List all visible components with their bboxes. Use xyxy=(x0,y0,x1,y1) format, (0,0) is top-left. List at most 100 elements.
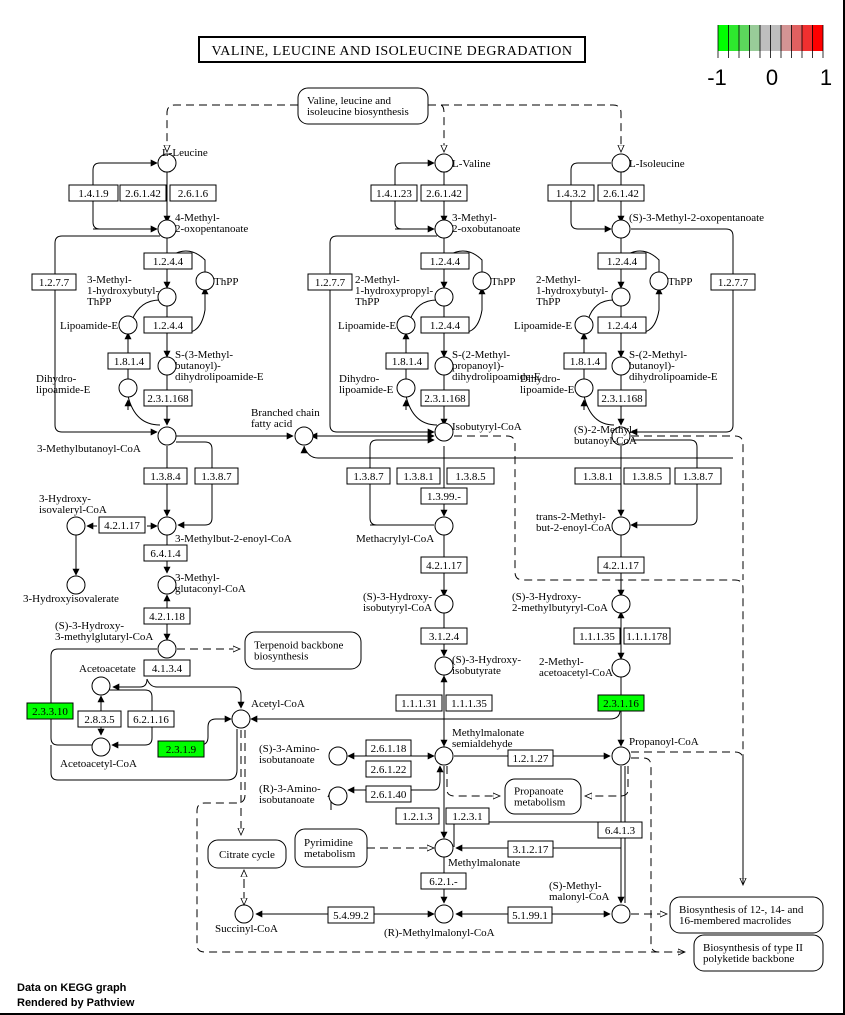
enzyme-box-1-1-1-31[interactable]: 1.1.1.31 xyxy=(395,694,443,712)
enzyme-box-1-2-3-1[interactable]: 1.2.3.1 xyxy=(445,807,490,825)
enzyme-box-1-4-1-23[interactable]: 1.4.1.23 xyxy=(370,184,418,202)
compound-node-r3aib[interactable] xyxy=(328,786,348,806)
enzyme-box-2-6-1-6[interactable]: 2.6.1.6 xyxy=(169,184,217,202)
compound-node-3mbcoa[interactable] xyxy=(157,426,177,446)
enzyme-box-3-1-2-4[interactable]: 3.1.2.4 xyxy=(420,627,468,645)
compound-node-lip3[interactable] xyxy=(574,315,594,335)
compound-node-ile[interactable] xyxy=(611,153,631,173)
compound-node-lip1[interactable] xyxy=(118,315,138,335)
compound-node-dhl1[interactable] xyxy=(118,378,138,398)
enzyme-box-2-3-1-9[interactable]: 2.3.1.9 xyxy=(157,740,205,758)
compound-node-acaccoa[interactable] xyxy=(91,737,111,757)
enzyme-box-1-8-1-4[interactable]: 1.8.1.4 xyxy=(107,352,151,370)
enzyme-box-1-1-1-35[interactable]: 1.1.1.35 xyxy=(573,627,621,645)
enzyme-box-1-1-1-178[interactable]: 1.1.1.178 xyxy=(623,627,671,645)
enzyme-box-2-6-1-22[interactable]: 2.6.1.22 xyxy=(365,760,412,778)
compound-node-mma[interactable] xyxy=(434,838,454,858)
compound-node-s3aib[interactable] xyxy=(328,746,348,766)
enzyme-box-3-1-2-17[interactable]: 3.1.2.17 xyxy=(507,840,554,858)
enzyme-box-1-3-8-7[interactable]: 1.3.8.7 xyxy=(346,467,391,485)
compound-node-macoa[interactable] xyxy=(434,516,454,536)
compound-node-smmcoa[interactable] xyxy=(611,904,631,924)
enzyme-box-1-2-4-4[interactable]: 1.2.4.4 xyxy=(420,252,470,270)
compound-node-2m1hb[interactable] xyxy=(611,287,631,307)
enzyme-box-2-3-1-16[interactable]: 2.3.1.16 xyxy=(597,694,645,712)
enzyme-box-2-6-1-42[interactable]: 2.6.1.42 xyxy=(420,184,468,202)
enzyme-box-1-8-1-4[interactable]: 1.8.1.4 xyxy=(385,352,429,370)
compound-node-2m1hp[interactable] xyxy=(434,287,454,307)
compound-node-acac[interactable] xyxy=(91,676,111,696)
enzyme-box-4-2-1-17[interactable]: 4.2.1.17 xyxy=(597,556,645,574)
compound-node-3hivcoa[interactable] xyxy=(66,516,86,536)
enzyme-box-1-3-8-1[interactable]: 1.3.8.1 xyxy=(396,467,441,485)
compound-node-3mb2ecoa[interactable] xyxy=(157,516,177,536)
enzyme-box-1-3-8-5[interactable]: 1.3.8.5 xyxy=(446,467,495,485)
enzyme-box-2-3-1-168[interactable]: 2.3.1.168 xyxy=(143,389,193,407)
enzyme-box-4-1-3-4[interactable]: 4.1.3.4 xyxy=(143,659,191,677)
compound-node-3mgcoa[interactable] xyxy=(157,575,177,595)
enzyme-box-1-1-1-35[interactable]: 1.1.1.35 xyxy=(445,694,493,712)
enzyme-box-2-6-1-18[interactable]: 2.6.1.18 xyxy=(365,739,412,757)
enzyme-box-1-2-7-7[interactable]: 1.2.7.7 xyxy=(31,273,77,291)
compound-node-ibcoa[interactable] xyxy=(434,422,454,442)
compound-node-s3hibcoa[interactable] xyxy=(434,594,454,614)
enzyme-box-1-2-7-7[interactable]: 1.2.7.7 xyxy=(307,273,353,291)
enzyme-box-1-3-8-1[interactable]: 1.3.8.1 xyxy=(574,467,622,485)
map-link-citrate[interactable]: Citrate cycle xyxy=(207,839,287,869)
compound-node-rmmcoa[interactable] xyxy=(434,904,454,924)
compound-node-dhl3[interactable] xyxy=(574,378,594,398)
enzyme-box-2-6-1-40[interactable]: 2.6.1.40 xyxy=(365,785,412,803)
compound-node-hmgcoa[interactable] xyxy=(157,639,177,659)
compound-node-s3h2mbcoa[interactable] xyxy=(611,594,631,614)
compound-node-succoa[interactable] xyxy=(234,904,254,924)
enzyme-box-1-3-99--[interactable]: 1.3.99.- xyxy=(420,487,468,505)
compound-node-s2mp[interactable] xyxy=(434,356,454,376)
enzyme-box-6-2-1-16[interactable]: 6.2.1.16 xyxy=(127,710,175,728)
enzyme-box-4-2-1-18[interactable]: 4.2.1.18 xyxy=(143,607,191,625)
compound-node-3hiv[interactable] xyxy=(66,575,86,595)
compound-node-val[interactable] xyxy=(434,153,454,173)
compound-node-lip2[interactable] xyxy=(396,315,416,335)
enzyme-box-6-4-1-3[interactable]: 6.4.1.3 xyxy=(597,821,643,839)
enzyme-box-1-2-1-3[interactable]: 1.2.1.3 xyxy=(395,807,440,825)
compound-node-t2mb2ecoa[interactable] xyxy=(611,516,631,536)
enzyme-box-1-8-1-4[interactable]: 1.8.1.4 xyxy=(563,352,607,370)
compound-node-3m2ob[interactable] xyxy=(434,219,454,239)
enzyme-box-1-2-4-4[interactable]: 1.2.4.4 xyxy=(143,316,193,334)
map-link-macro[interactable]: Biosynthesis of 12-, 14- and16-membered … xyxy=(669,896,824,934)
compound-node-2maacoa[interactable] xyxy=(611,658,631,678)
enzyme-box-1-2-4-4[interactable]: 1.2.4.4 xyxy=(143,252,193,270)
compound-node-dhl2[interactable] xyxy=(396,378,416,398)
enzyme-box-4-2-1-17[interactable]: 4.2.1.17 xyxy=(98,516,146,534)
compound-node-s2mb[interactable] xyxy=(611,356,631,376)
enzyme-box-2-3-1-168[interactable]: 2.3.1.168 xyxy=(597,389,647,407)
enzyme-box-1-2-7-7[interactable]: 1.2.7.7 xyxy=(710,273,756,291)
enzyme-box-1-2-4-4[interactable]: 1.2.4.4 xyxy=(597,252,647,270)
enzyme-box-2-3-1-168[interactable]: 2.3.1.168 xyxy=(420,389,470,407)
enzyme-box-1-2-1-27[interactable]: 1.2.1.27 xyxy=(507,749,554,767)
enzyme-box-1-3-8-7[interactable]: 1.3.8.7 xyxy=(674,467,722,485)
compound-node-s3mb[interactable] xyxy=(157,356,177,376)
enzyme-box-1-2-4-4[interactable]: 1.2.4.4 xyxy=(420,316,470,334)
enzyme-box-6-4-1-4[interactable]: 6.4.1.4 xyxy=(143,544,188,562)
enzyme-box-2-8-3-5[interactable]: 2.8.3.5 xyxy=(77,710,122,728)
compound-node-3m1hbt[interactable] xyxy=(157,287,177,307)
compound-node-thpp2[interactable] xyxy=(472,271,492,291)
compound-node-propcoa[interactable] xyxy=(611,746,631,766)
enzyme-box-2-6-1-42[interactable]: 2.6.1.42 xyxy=(119,184,167,202)
enzyme-box-4-2-1-17[interactable]: 4.2.1.17 xyxy=(420,556,468,574)
compound-node-s3hib[interactable] xyxy=(434,656,454,676)
compound-node-thpp3[interactable] xyxy=(649,271,669,291)
enzyme-box-1-4-3-2[interactable]: 1.4.3.2 xyxy=(547,184,595,202)
compound-node-thpp1[interactable] xyxy=(195,271,215,291)
enzyme-box-1-2-4-4[interactable]: 1.2.4.4 xyxy=(597,316,647,334)
compound-node-accoa[interactable] xyxy=(231,709,251,729)
compound-node-s2mbcoa[interactable] xyxy=(611,426,631,446)
enzyme-box-5-4-99-2[interactable]: 5.4.99.2 xyxy=(327,906,375,924)
compound-node-mmsa[interactable] xyxy=(434,746,454,766)
